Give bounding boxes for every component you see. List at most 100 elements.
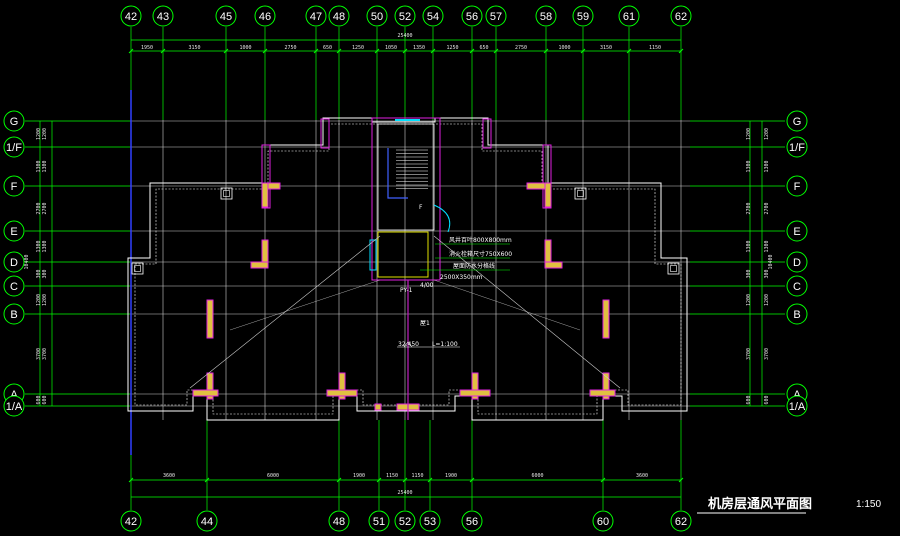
column — [206, 372, 214, 400]
tick — [430, 48, 436, 54]
tick — [160, 48, 166, 54]
left-axis-bubble: F — [3, 175, 25, 197]
tick — [128, 477, 134, 483]
side-dim-label: 600 — [42, 395, 48, 404]
axis-bubble-label: B — [10, 309, 17, 321]
axis-bubble-label: 42 — [125, 11, 137, 23]
side-total-label: 10400 — [768, 254, 774, 269]
side-dim-label: 2700 — [42, 202, 48, 214]
side-dim-label: 1300 — [36, 240, 42, 252]
axis-bubble-circle — [196, 510, 218, 532]
axis-bubble-circle — [305, 5, 327, 27]
axis-bubble-circle — [670, 510, 692, 532]
axis-bubble-circle — [3, 303, 25, 325]
side-dim-label: 2700 — [764, 202, 770, 214]
roof-vent-inner — [223, 190, 230, 197]
top-dim-label: 1000 — [239, 45, 251, 51]
axis-bubble-label: 54 — [427, 11, 439, 23]
structural-wall — [482, 118, 492, 149]
tick — [376, 477, 382, 483]
axis-bubble-circle — [3, 220, 25, 242]
axis-bubble-label: 1/A — [6, 401, 23, 413]
column — [544, 261, 563, 269]
axis-bubble-circle — [215, 5, 237, 27]
axis-bubble-label: 59 — [577, 11, 589, 23]
tick — [402, 48, 408, 54]
tick — [580, 48, 586, 54]
floor-plan — [127, 117, 688, 421]
right-axis-bubble: 1/A — [786, 395, 808, 417]
top-axis-bubble: 50 — [366, 5, 388, 27]
axis-bubble-label: 62 — [675, 11, 687, 23]
note-elevation: 32.450 — [398, 341, 419, 348]
left-axis-bubble: D — [3, 251, 25, 273]
roof-vent — [574, 187, 587, 200]
bottom-axis-bubble: 56 — [461, 510, 483, 532]
side-dim-label: 1300 — [746, 160, 752, 172]
bottom-axis-bubble: 44 — [196, 510, 218, 532]
bottom-dim-label: 1150 — [386, 473, 398, 479]
axis-bubble-circle — [786, 251, 808, 273]
axis-grid — [25, 27, 785, 510]
axis-bubble-label: 53 — [424, 516, 436, 528]
top-dim-label: 1050 — [385, 45, 397, 51]
top-dim-label: 1950 — [141, 45, 153, 51]
left-axis-bubble: 1/F — [3, 136, 25, 158]
axis-bubble-circle — [485, 5, 507, 27]
top-axis-bubble: 62 — [670, 5, 692, 27]
axis-bubble-circle — [461, 510, 483, 532]
tick — [493, 48, 499, 54]
axis-bubble-label: 1/F — [6, 142, 22, 154]
side-dim-label: 3700 — [764, 348, 770, 360]
side-dim-label: 1200 — [746, 128, 752, 140]
door-left — [369, 239, 377, 271]
axis-bubble-label: 47 — [310, 11, 322, 23]
tick — [469, 48, 475, 54]
side-dim-label: 1200 — [36, 128, 42, 140]
side-dim-label: 3700 — [36, 348, 42, 360]
left-axis-bubble: E — [3, 220, 25, 242]
axis-bubble-circle — [618, 5, 640, 27]
tick — [128, 48, 134, 54]
axis-bubble-label: D — [793, 257, 801, 269]
axis-bubble-label: 60 — [597, 516, 609, 528]
axis-bubble-label: 56 — [466, 516, 478, 528]
column — [471, 372, 479, 400]
axis-bubble-circle — [120, 510, 142, 532]
right-axis-bubble: F — [786, 175, 808, 197]
axis-bubble-circle — [786, 220, 808, 242]
top-dim-label: 650 — [479, 45, 488, 51]
side-dim-label: 1200 — [746, 294, 752, 306]
side-dim-label: 3700 — [42, 348, 48, 360]
bottom-dim-label: 6000 — [267, 473, 279, 479]
axis-bubble-label: F — [794, 181, 801, 193]
column — [374, 403, 382, 411]
tick — [678, 477, 684, 483]
drawing-title: 机房层通风平面图 — [708, 496, 812, 512]
axis-bubble-circle — [394, 510, 416, 532]
axis-bubble-label: A — [793, 389, 801, 401]
axis-bubble-circle — [3, 175, 25, 197]
axis-bubble-circle — [422, 5, 444, 27]
axis-bubble-circle — [254, 5, 276, 27]
axis-bubble-circle — [366, 5, 388, 27]
tick — [626, 48, 632, 54]
side-dim-label: 1300 — [764, 240, 770, 252]
axis-bubble-label: G — [10, 116, 19, 128]
elev-mark — [403, 341, 413, 348]
side-dim-label: 1200 — [764, 294, 770, 306]
top-axis-bubble: 47 — [305, 5, 327, 27]
side-dim-label: 300 — [746, 269, 752, 278]
tick — [402, 477, 408, 483]
axis-bubble-label: E — [793, 226, 800, 238]
column — [544, 239, 552, 265]
side-total-label: 10400 — [24, 254, 30, 269]
top-axis-bubble: 54 — [422, 5, 444, 27]
axis-bubble-circle — [786, 175, 808, 197]
axis-bubble-label: 42 — [125, 516, 137, 528]
tick — [469, 477, 475, 483]
column — [326, 389, 358, 397]
axis-bubble-circle — [786, 110, 808, 132]
